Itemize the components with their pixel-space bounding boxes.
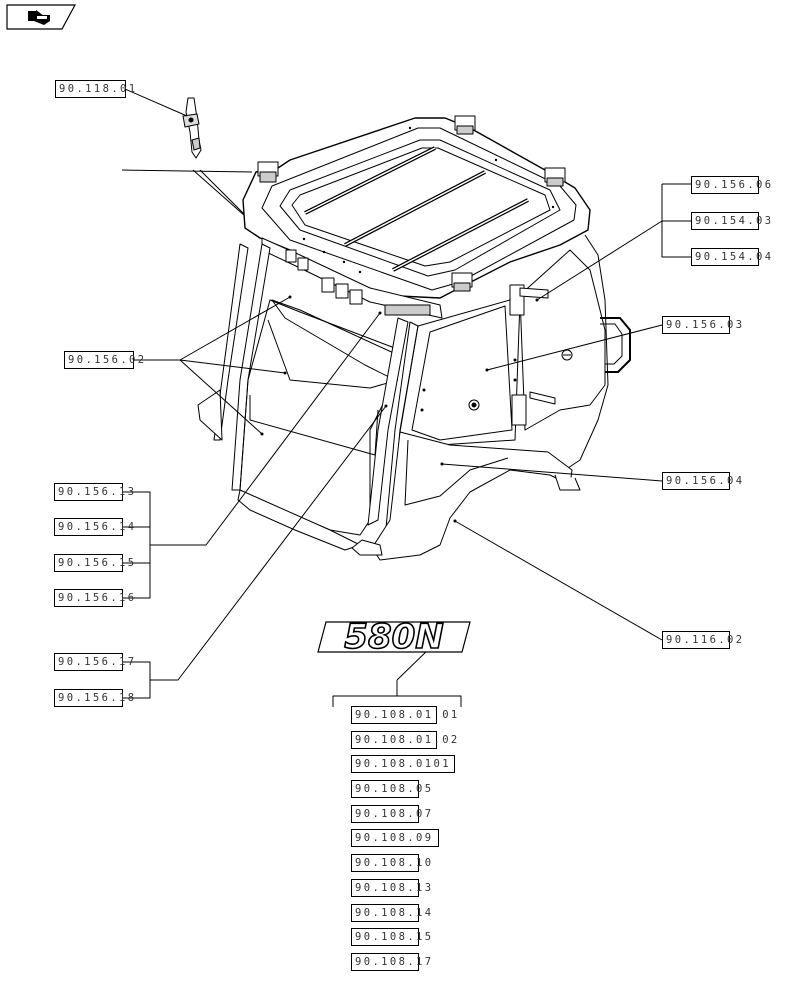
callout-fender[interactable]: 90.116.02 (662, 631, 742, 649)
callout-roof[interactable]: 90.154.03 (691, 212, 771, 230)
decal-callout-3[interactable]: 90.108.0101 (351, 755, 455, 773)
decal-callout-4[interactable]: 90.108.05 (351, 780, 431, 798)
badge-text: 580N (344, 617, 443, 657)
callout-side-glass-right[interactable]: 90.156.03 (662, 316, 742, 334)
decal-callout-6[interactable]: 90.108.09 (351, 829, 439, 847)
decal-callout-7[interactable]: 90.108.10 (351, 854, 431, 872)
callout-front-glass[interactable]: 90.156.02 (64, 351, 144, 369)
back-navigation-button[interactable] (6, 4, 77, 30)
callout-glass-14[interactable]: 90.156.14 (54, 518, 134, 536)
decal-callout-8[interactable]: 90.108.13 (351, 879, 431, 897)
bracket-part (182, 97, 202, 159)
model-badge: 580N (317, 616, 471, 658)
callout-glass-18[interactable]: 90.156.18 (54, 689, 134, 707)
callout-glass-13[interactable]: 90.156.13 (54, 483, 134, 501)
callout-glass-15[interactable]: 90.156.15 (54, 554, 134, 572)
decal-callout-10[interactable]: 90.108.15 (351, 928, 431, 946)
callout-glass-17[interactable]: 90.156.17 (54, 653, 134, 671)
callout-roof-b[interactable]: 90.154.04 (691, 248, 771, 266)
decal-callout-9[interactable]: 90.108.14 (351, 904, 431, 922)
callout-glass-16[interactable]: 90.156.16 (54, 589, 134, 607)
callout-bracket[interactable]: 90.118.01 (55, 80, 135, 98)
callout-rear-glass[interactable]: 90.156.06 (691, 176, 771, 194)
callout-door-glass[interactable]: 90.156.04 (662, 472, 742, 490)
decal-callout-1[interactable]: 90.108.01 01 (351, 706, 457, 724)
arrow-icon (6, 4, 77, 30)
decal-callout-5[interactable]: 90.108.07 (351, 805, 431, 823)
decal-callout-2[interactable]: 90.108.01.02 (351, 731, 457, 749)
decal-callout-11[interactable]: 90.108.17 (351, 953, 431, 971)
